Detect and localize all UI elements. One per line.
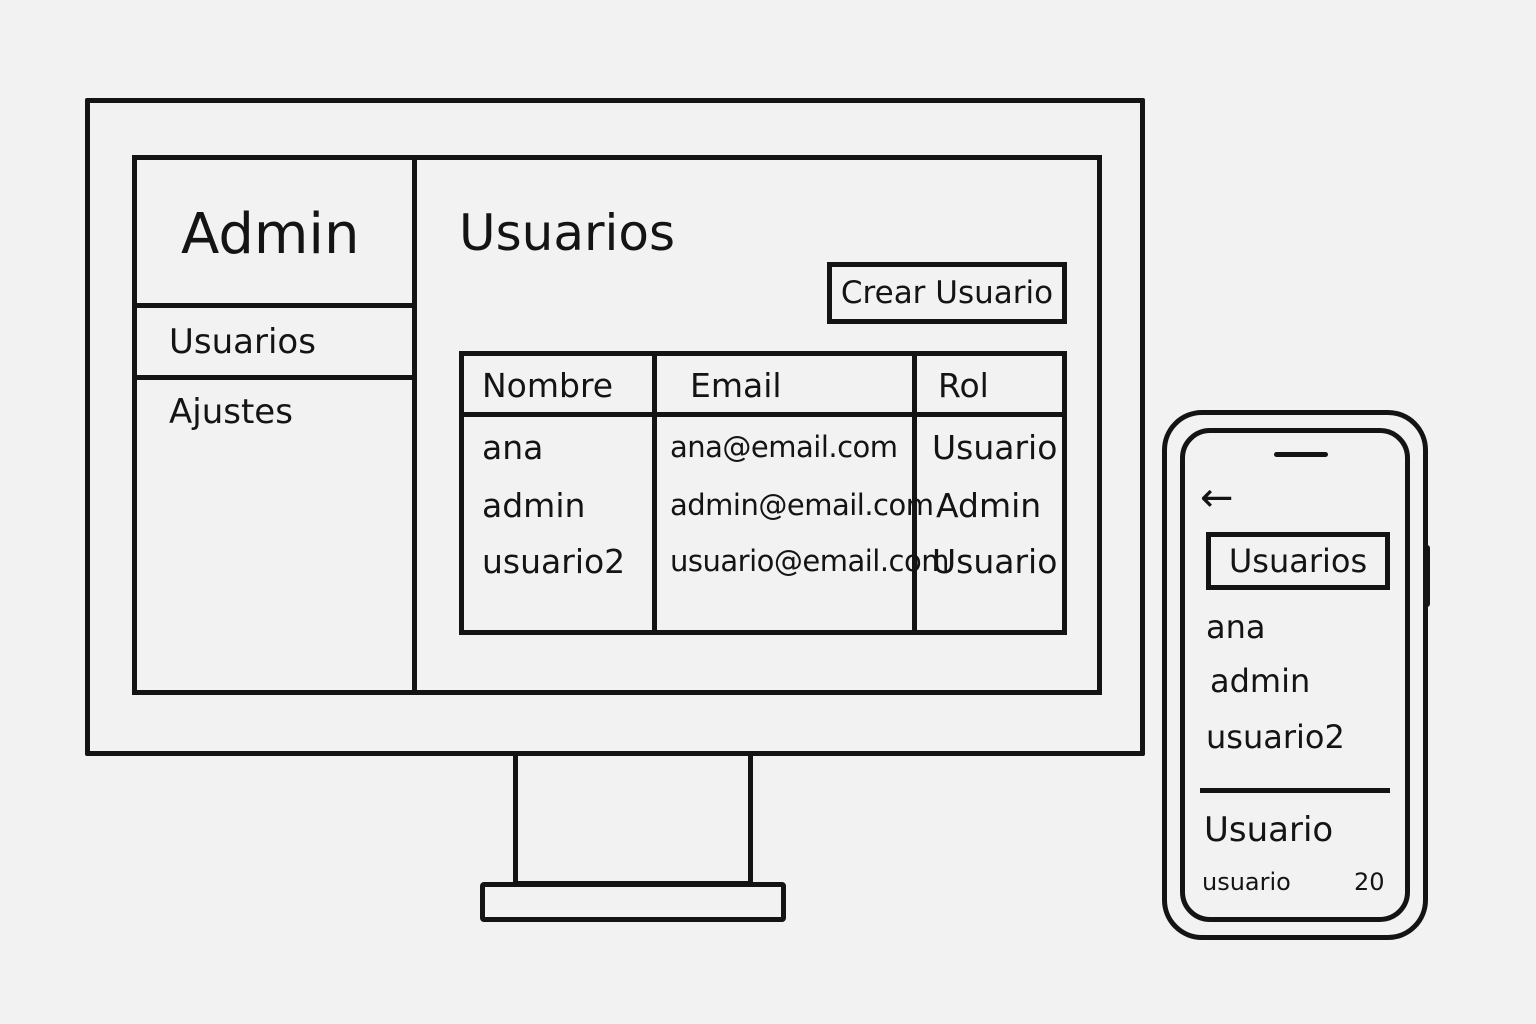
detail-value: 20	[1354, 868, 1385, 896]
desktop-monitor	[85, 98, 1145, 756]
table-cell-role[interactable]: Usuario	[932, 542, 1058, 581]
detail-label: usuario	[1202, 868, 1291, 896]
column-header-nombre[interactable]: Nombre	[482, 366, 614, 405]
column-divider	[652, 356, 657, 630]
sidebar-title: Admin	[137, 160, 412, 308]
sidebar-item-ajustes[interactable]: Ajustes	[169, 392, 293, 432]
header-divider	[464, 412, 1062, 417]
table-cell-role[interactable]: Admin	[936, 486, 1042, 525]
phone-frame	[1162, 410, 1428, 940]
monitor-stand-base	[480, 882, 786, 922]
mobile-tab-usuarios[interactable]: Usuarios	[1206, 532, 1390, 590]
table-cell-email[interactable]: ana@email.com	[670, 430, 898, 464]
create-user-button[interactable]: Crear Usuario	[827, 262, 1067, 324]
divider	[1200, 788, 1390, 793]
page-title: Usuarios	[459, 204, 676, 262]
sidebar: Admin Usuarios Ajustes	[137, 160, 417, 690]
table-cell-email[interactable]: admin@email.com	[670, 488, 934, 522]
users-table: Nombre Email Rol ana ana@email.com Usuar…	[459, 351, 1067, 635]
phone-speaker	[1274, 452, 1328, 457]
table-cell-name[interactable]: admin	[482, 486, 586, 525]
phone-screen	[1180, 428, 1410, 922]
list-item[interactable]: ana	[1206, 608, 1266, 646]
list-item[interactable]: usuario2	[1206, 718, 1345, 756]
monitor-stand-neck	[513, 754, 753, 886]
column-header-email[interactable]: Email	[690, 366, 782, 405]
list-item[interactable]: admin	[1210, 662, 1311, 700]
table-cell-email[interactable]: usuario@email.com	[670, 544, 950, 578]
detail-title: Usuario	[1204, 810, 1334, 850]
column-header-rol[interactable]: Rol	[938, 366, 989, 405]
table-cell-name[interactable]: ana	[482, 428, 544, 467]
sidebar-item-usuarios[interactable]: Usuarios	[137, 308, 412, 380]
column-divider	[912, 356, 917, 630]
table-cell-name[interactable]: usuario2	[482, 542, 626, 581]
table-cell-role[interactable]: Usuario	[932, 428, 1058, 467]
desktop-screen: Admin Usuarios Ajustes Usuarios Crear Us…	[132, 155, 1102, 695]
phone-side-button	[1424, 545, 1430, 607]
arrow-left-icon[interactable]: ←	[1200, 475, 1234, 521]
